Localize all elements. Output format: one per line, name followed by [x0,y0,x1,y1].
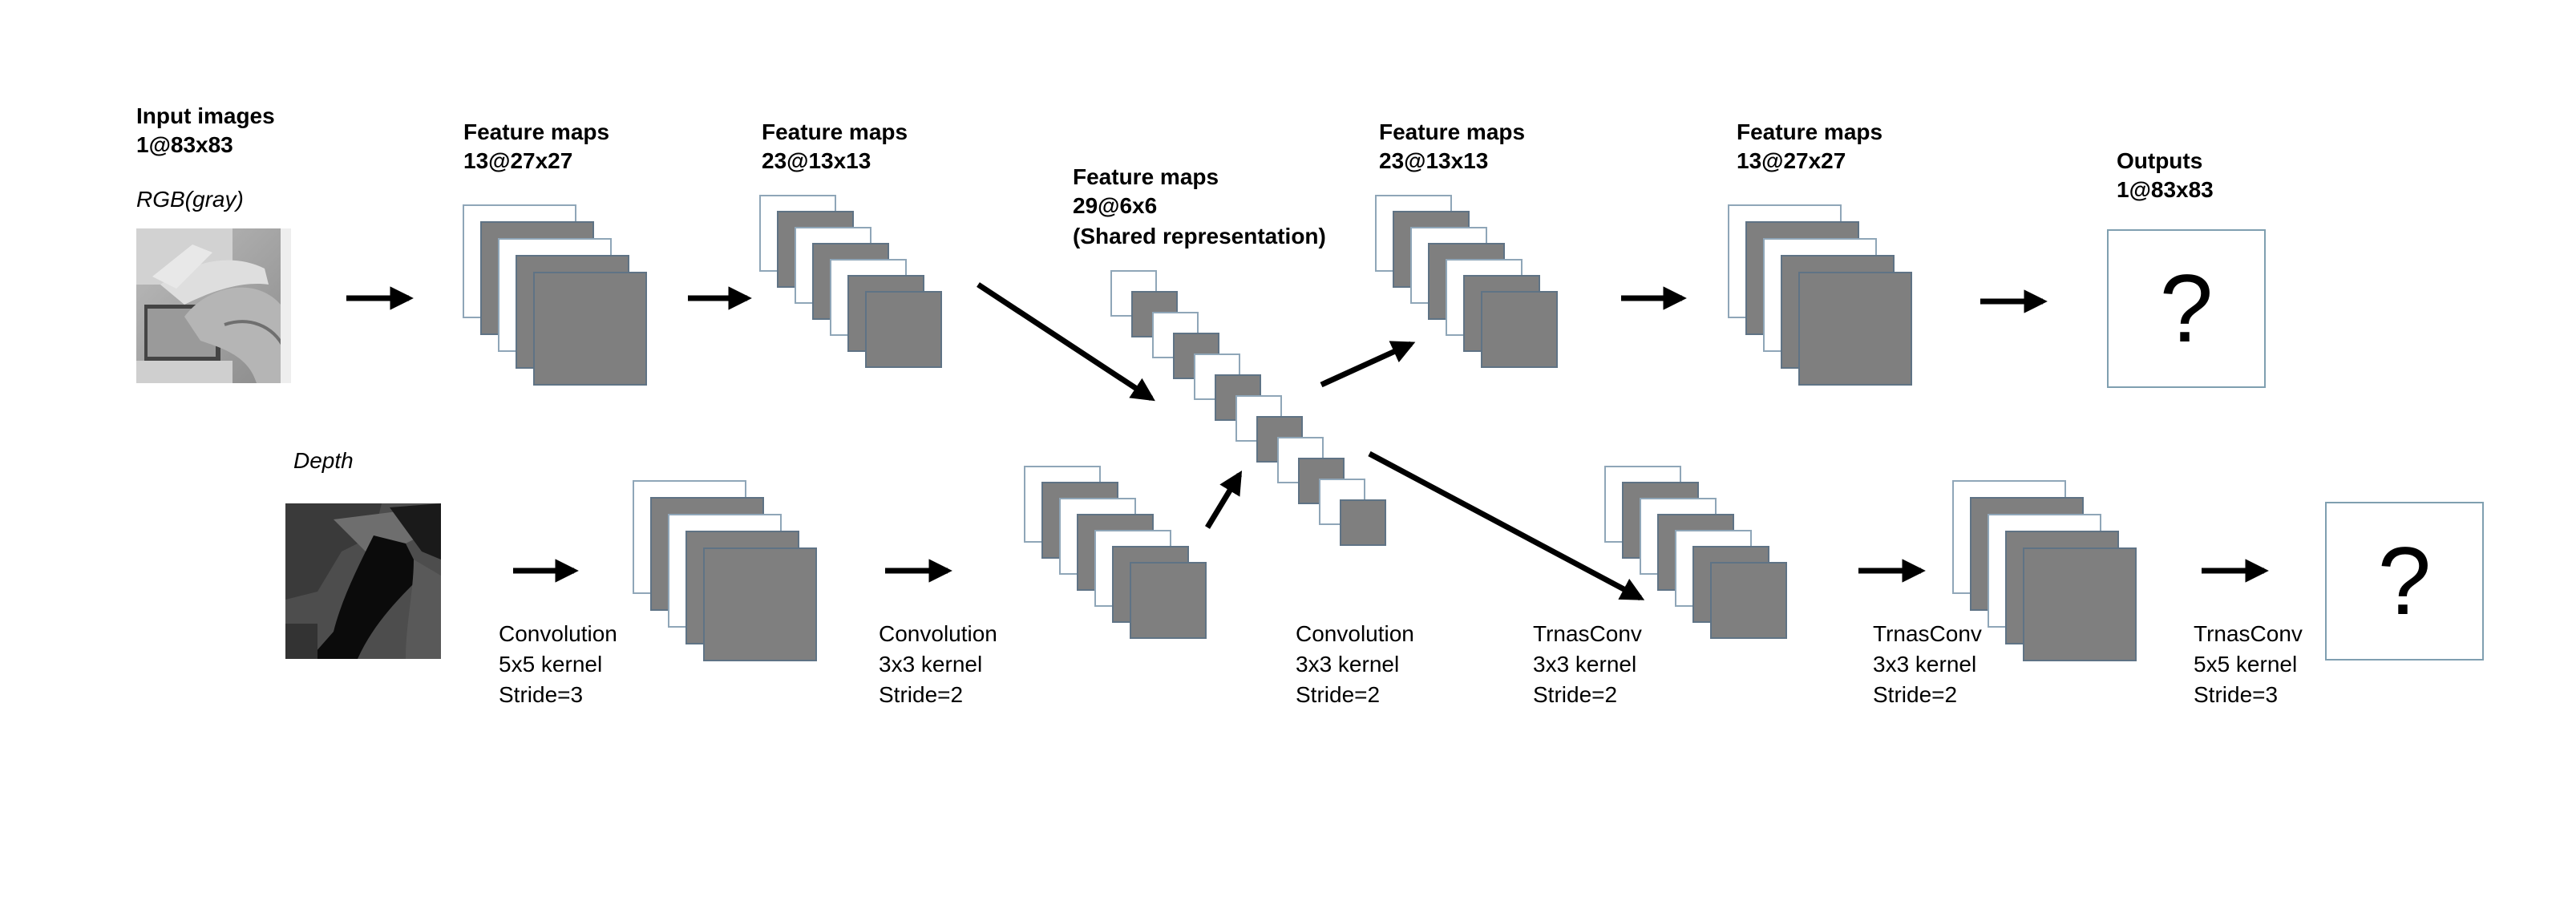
op5-kernel: 3x3 kernel [1873,652,1977,677]
op3-stride: Stride=2 [1296,682,1381,707]
feature-map-layer [1481,291,1558,368]
op1-kernel: 5x5 kernel [499,652,603,677]
fm4-size: 23@13x13 [1379,148,1489,173]
arrow-fm2-to-shared [977,282,1155,402]
feature-map-layer [1130,562,1207,639]
fm2-title: Feature maps [762,119,908,144]
fm1-title: Feature maps [463,119,610,144]
op5-name: TrnasConv [1873,621,1982,646]
rgb-fm1-stack [463,204,647,386]
arrow-shared-to-depth-fm4 [1368,450,1645,601]
rgb-input-size: 1@83x83 [136,132,233,157]
depth-output-question-mark: ? [2377,527,2432,635]
op5-stride: Stride=2 [1873,682,1958,707]
rgb-fm4-stack [1375,195,1558,368]
depth-input-image [285,503,441,659]
shared-size: 29@6x6 [1073,193,1158,218]
feature-map-layer [1798,272,1912,386]
depth-fm4-stack [1604,466,1787,639]
fm5-title: Feature maps [1737,119,1883,144]
depth-fm2-stack [1024,466,1207,639]
depth-input-name: Depth [293,448,354,473]
shared-stack [1110,270,1386,546]
feature-map-layer [703,547,817,661]
feature-map-layer [1710,562,1787,639]
depth-fm1-stack [633,480,817,661]
op1-name: Convolution [499,621,617,646]
op2-stride: Stride=2 [879,682,964,707]
op4-name: TrnasConv [1533,621,1642,646]
rgb-input-image [136,228,291,383]
op6-kernel: 5x5 kernel [2194,652,2298,677]
rgb-input-title: Input images [136,103,275,128]
output-size: 1@83x83 [2117,177,2214,202]
output-title: Outputs [2117,148,2203,173]
fm5-size: 13@27x27 [1737,148,1846,173]
op4-kernel: 3x3 kernel [1533,652,1637,677]
op6-name: TrnasConv [2194,621,2303,646]
feature-map-layer [1340,499,1386,546]
arrow-depth-fm2-to-shared [1205,470,1243,529]
op4-stride: Stride=2 [1533,682,1618,707]
fm4-title: Feature maps [1379,119,1526,144]
rgb-output-box: ? [2107,229,2266,388]
feature-map-layer [865,291,942,368]
depth-fm5-stack [1952,480,2137,661]
op2-kernel: 3x3 kernel [879,652,983,677]
shared-note: (Shared representation) [1073,224,1326,248]
op3-kernel: 3x3 kernel [1296,652,1400,677]
rgb-fm5-stack [1728,204,1912,386]
feature-map-layer [2023,547,2137,661]
depth-output-box: ? [2325,502,2484,661]
fm2-size: 23@13x13 [762,148,871,173]
fm1-size: 13@27x27 [463,148,573,173]
rgb-fm2-stack [759,195,942,368]
feature-map-layer [533,272,647,386]
rgb-input-name: RGB(gray) [136,187,244,212]
op1-stride: Stride=3 [499,682,584,707]
rgb-output-question-mark: ? [2159,255,2214,362]
op3-name: Convolution [1296,621,1414,646]
op2-name: Convolution [879,621,997,646]
arrow-shared-to-fm4 [1320,341,1416,388]
op6-stride: Stride=3 [2194,682,2279,707]
shared-title: Feature maps [1073,164,1219,189]
